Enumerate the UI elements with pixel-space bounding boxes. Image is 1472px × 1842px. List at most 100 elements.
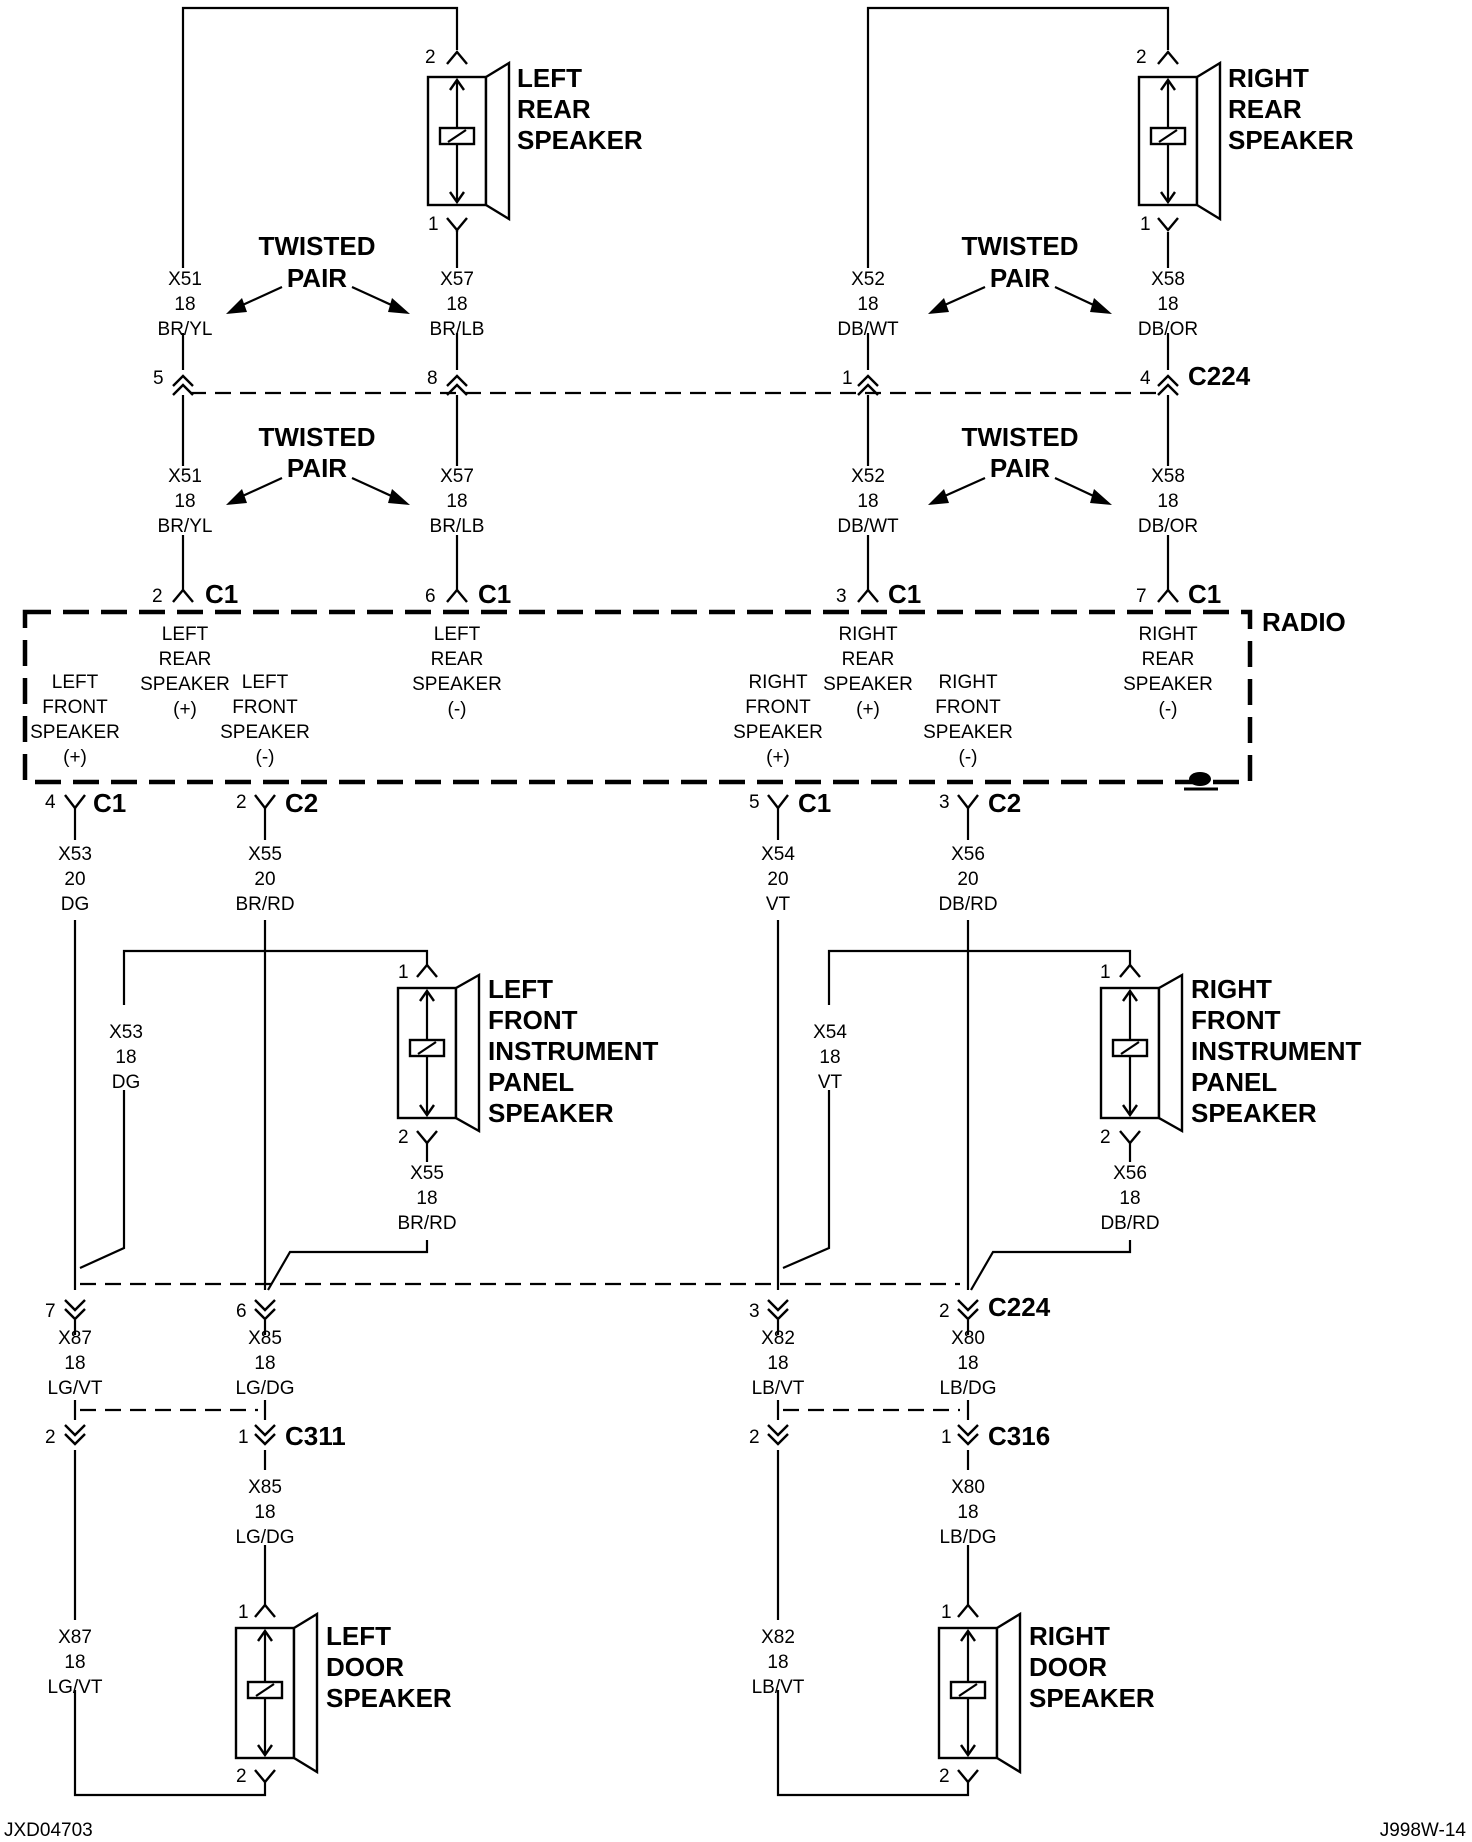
svg-text:18: 18 <box>254 1502 275 1523</box>
svg-text:X56: X56 <box>1113 1163 1147 1184</box>
svg-text:PANEL: PANEL <box>1191 1067 1277 1097</box>
svg-text:INSTRUMENT: INSTRUMENT <box>1191 1036 1362 1066</box>
svg-text:X87: X87 <box>58 1627 92 1648</box>
svg-text:2: 2 <box>45 1427 56 1448</box>
svg-text:1: 1 <box>428 214 439 235</box>
svg-text:C1: C1 <box>478 579 511 609</box>
svg-text:2: 2 <box>1100 1127 1111 1148</box>
svg-text:18: 18 <box>446 294 467 315</box>
svg-text:3: 3 <box>836 586 847 607</box>
right-rear-speaker-icon <box>1137 60 1222 222</box>
svg-text:18: 18 <box>767 1652 788 1673</box>
svg-text:2: 2 <box>425 47 436 68</box>
svg-text:SPEAKER: SPEAKER <box>1029 1683 1155 1713</box>
svg-text:BR/RD: BR/RD <box>235 894 294 915</box>
svg-text:REAR: REAR <box>842 649 895 670</box>
wire-paths <box>73 6 1170 1797</box>
svg-text:18: 18 <box>857 491 878 512</box>
svg-text:TWISTED: TWISTED <box>962 422 1079 452</box>
svg-text:RIGHT: RIGHT <box>1138 624 1198 645</box>
svg-text:SPEAKER: SPEAKER <box>30 722 120 743</box>
svg-text:20: 20 <box>957 869 978 890</box>
svg-text:18: 18 <box>115 1047 136 1068</box>
svg-text:X53: X53 <box>109 1022 143 1043</box>
svg-text:20: 20 <box>254 869 275 890</box>
svg-text:TWISTED: TWISTED <box>259 422 376 452</box>
svg-text:2: 2 <box>749 1427 760 1448</box>
svg-text:SPEAKER: SPEAKER <box>1123 674 1213 695</box>
svg-text:LB/VT: LB/VT <box>752 1677 805 1698</box>
svg-text:8: 8 <box>427 368 438 389</box>
svg-text:2: 2 <box>236 1766 247 1787</box>
svg-text:FRONT: FRONT <box>935 697 1001 718</box>
svg-text:FRONT: FRONT <box>232 697 298 718</box>
svg-text:18: 18 <box>446 491 467 512</box>
svg-text:18: 18 <box>416 1188 437 1209</box>
svg-text:REAR: REAR <box>517 94 591 124</box>
svg-text:18: 18 <box>1157 491 1178 512</box>
svg-text:DB/RD: DB/RD <box>1100 1213 1159 1234</box>
svg-text:18: 18 <box>1157 294 1178 315</box>
svg-text:(-): (-) <box>256 747 275 768</box>
svg-text:X52: X52 <box>851 269 885 290</box>
svg-text:SPEAKER: SPEAKER <box>517 125 643 155</box>
svg-text:18: 18 <box>254 1353 275 1374</box>
svg-text:4: 4 <box>45 792 56 813</box>
svg-text:1: 1 <box>398 962 409 983</box>
svg-text:DB/WT: DB/WT <box>837 516 899 537</box>
svg-text:3: 3 <box>939 792 950 813</box>
svg-text:DB/OR: DB/OR <box>1138 319 1198 340</box>
svg-text:RIGHT: RIGHT <box>938 672 998 693</box>
svg-text:X85: X85 <box>248 1477 282 1498</box>
svg-text:C1: C1 <box>93 788 126 818</box>
svg-text:18: 18 <box>957 1353 978 1374</box>
svg-text:5: 5 <box>153 368 164 389</box>
svg-text:FRONT: FRONT <box>745 697 811 718</box>
svg-text:X87: X87 <box>58 1328 92 1349</box>
svg-text:LG/VT: LG/VT <box>48 1378 103 1399</box>
svg-text:C311: C311 <box>285 1421 346 1451</box>
svg-text:RIGHT: RIGHT <box>838 624 898 645</box>
svg-text:(+): (+) <box>766 747 790 768</box>
svg-text:X57: X57 <box>440 466 474 487</box>
svg-text:RIGHT: RIGHT <box>1228 63 1309 93</box>
svg-text:LEFT: LEFT <box>326 1621 391 1651</box>
svg-text:BR/LB: BR/LB <box>430 516 485 537</box>
svg-text:C1: C1 <box>798 788 831 818</box>
svg-text:X82: X82 <box>761 1328 795 1349</box>
figure-id-right: J998W-14 <box>1380 1820 1467 1841</box>
svg-text:RIGHT: RIGHT <box>1191 974 1272 1004</box>
svg-text:C2: C2 <box>285 788 318 818</box>
svg-text:X80: X80 <box>951 1328 985 1349</box>
svg-text:SPEAKER: SPEAKER <box>733 722 823 743</box>
svg-text:DOOR: DOOR <box>1029 1652 1107 1682</box>
svg-text:1: 1 <box>238 1427 249 1448</box>
svg-text:INSTRUMENT: INSTRUMENT <box>488 1036 659 1066</box>
svg-text:C1: C1 <box>888 579 921 609</box>
svg-text:DG: DG <box>61 894 90 915</box>
svg-text:18: 18 <box>64 1652 85 1673</box>
svg-text:18: 18 <box>174 294 195 315</box>
svg-text:(-): (-) <box>448 699 467 720</box>
svg-text:X52: X52 <box>851 466 885 487</box>
svg-text:X58: X58 <box>1151 466 1185 487</box>
svg-text:LEFT: LEFT <box>162 624 209 645</box>
svg-text:X51: X51 <box>168 466 202 487</box>
svg-text:C316: C316 <box>988 1421 1050 1451</box>
svg-text:C224: C224 <box>1188 361 1251 391</box>
svg-text:1: 1 <box>941 1602 952 1623</box>
svg-text:(-): (-) <box>959 747 978 768</box>
svg-text:18: 18 <box>767 1353 788 1374</box>
svg-text:TWISTED: TWISTED <box>259 231 376 261</box>
svg-text:LG/DG: LG/DG <box>235 1527 294 1548</box>
svg-text:6: 6 <box>425 586 436 607</box>
svg-text:X58: X58 <box>1151 269 1185 290</box>
svg-text:X54: X54 <box>813 1022 847 1043</box>
svg-text:BR/RD: BR/RD <box>397 1213 456 1234</box>
connector-dash-lines <box>80 391 1160 1412</box>
svg-text:SPEAKER: SPEAKER <box>923 722 1013 743</box>
svg-text:DB/WT: DB/WT <box>837 319 899 340</box>
svg-text:LEFT: LEFT <box>488 974 553 1004</box>
svg-text:SPEAKER: SPEAKER <box>1191 1098 1317 1128</box>
speaker-name-left-rear: LEFT REAR SPEAKER <box>517 63 643 155</box>
